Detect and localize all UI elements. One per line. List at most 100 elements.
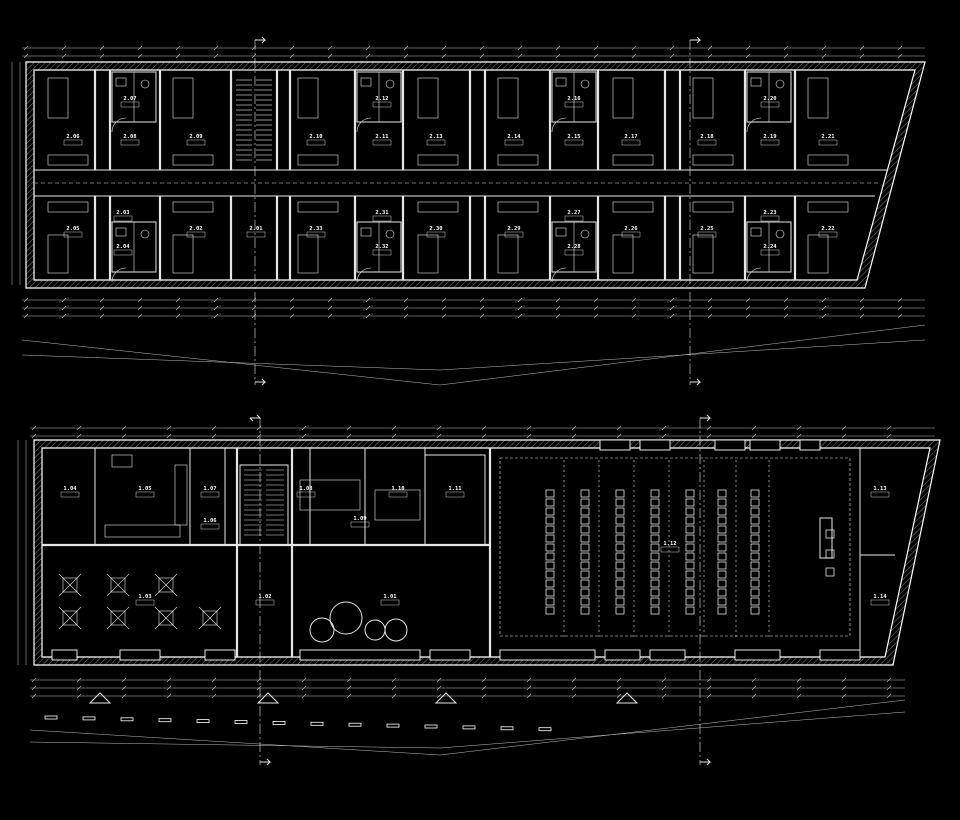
dimension-tick [821, 53, 827, 59]
seat-icon [615, 561, 625, 570]
dimension-tick [479, 53, 485, 59]
bed-icon [417, 234, 439, 274]
room-number: 2.29 [507, 226, 520, 232]
dimension-tick [481, 677, 487, 683]
dimension-tick [555, 45, 561, 51]
dimension-tick [289, 313, 295, 319]
room-area-box [426, 231, 446, 238]
table-icon [110, 610, 126, 626]
door-swing [551, 117, 567, 133]
window-opening [299, 649, 421, 661]
dimension-tick [517, 45, 523, 51]
sink-icon [115, 227, 127, 237]
dimension-tick [436, 433, 442, 439]
room-area-box [621, 139, 641, 146]
dimension-tick [31, 677, 37, 683]
dimension-tick [251, 297, 257, 303]
dimension-tick [211, 677, 217, 683]
dimension-tick [137, 305, 143, 311]
dimension-tick [327, 297, 333, 303]
dimension-tick [99, 313, 105, 319]
window-opening [204, 649, 236, 661]
dimension-tick [745, 45, 751, 51]
room-number: 1.10 [391, 486, 404, 492]
room-area-box [870, 599, 890, 606]
dimension-tick [751, 433, 757, 439]
dimension-tick [256, 685, 262, 691]
toilet-icon [775, 229, 785, 239]
dimension-tick [23, 313, 29, 319]
dimension-tick [593, 53, 599, 59]
seat-icon [717, 552, 727, 561]
room-area-box [350, 521, 370, 528]
desk-icon [692, 154, 734, 166]
dimension-tick [669, 53, 675, 59]
seat-icon [685, 498, 695, 507]
dimension-tick [251, 305, 257, 311]
dimension-tick [571, 433, 577, 439]
dimension-tick [99, 305, 105, 311]
dimension-tick [76, 693, 82, 699]
paving-marker [386, 723, 400, 728]
dimension-tick [616, 433, 622, 439]
dimension-tick [616, 677, 622, 683]
dimension-tick [391, 693, 397, 699]
seat-icon [580, 579, 590, 588]
room-number: 2.31 [375, 210, 389, 216]
room-number: 2.05 [66, 226, 79, 232]
seat-icon [750, 525, 760, 534]
paving-marker [272, 721, 286, 725]
dimension-tick [859, 305, 865, 311]
room-number: 2.01 [249, 226, 263, 232]
dimension-tick [745, 313, 751, 319]
chair-icon [154, 573, 178, 597]
dimension-tick [391, 677, 397, 683]
dimension-tick [121, 677, 127, 683]
bed-icon [692, 77, 714, 119]
dimension-tick [481, 433, 487, 439]
window-opening [749, 439, 781, 451]
room-number: 2.30 [429, 226, 442, 232]
window-opening [604, 649, 641, 661]
auditorium-seats [545, 460, 770, 640]
seat-icon [717, 570, 727, 579]
upper-top-partitions [93, 70, 797, 170]
room-number: 2.33 [309, 226, 322, 232]
seat-icon [650, 561, 660, 570]
upper-bathroom-pods [47, 71, 849, 283]
dimension-tick [745, 53, 751, 59]
dimension-tick [526, 425, 532, 431]
dimension-tick [289, 45, 295, 51]
dimension-tick [346, 425, 352, 431]
desk-icon [417, 154, 459, 166]
room-area-box [388, 491, 408, 498]
chair-icon [198, 606, 222, 630]
ground-exterior-wall [33, 439, 941, 666]
seat-icon [650, 516, 660, 525]
room-area-box [113, 249, 133, 256]
dimension-tick [479, 297, 485, 303]
seat-icon [750, 588, 760, 597]
dimension-tick [441, 297, 447, 303]
table-icon [62, 610, 78, 626]
seat-icon [615, 579, 625, 588]
paving-marker [196, 719, 210, 723]
room-number: 2.14 [507, 134, 521, 140]
desk-icon [807, 201, 849, 213]
door-swing [356, 117, 372, 133]
sink-icon [115, 77, 127, 87]
room-area-box [697, 231, 717, 238]
dimension-tick [859, 313, 865, 319]
dimension-tick [841, 693, 847, 699]
dimension-tick [76, 433, 82, 439]
dimension-tick [631, 313, 637, 319]
room-number: 2.04 [116, 244, 130, 250]
room-number: 2.22 [821, 226, 834, 232]
bed-icon [692, 234, 714, 274]
room-area-box [246, 231, 266, 238]
window-opening [819, 649, 861, 661]
dimension-tick [76, 685, 82, 691]
seat-icon [545, 579, 555, 588]
